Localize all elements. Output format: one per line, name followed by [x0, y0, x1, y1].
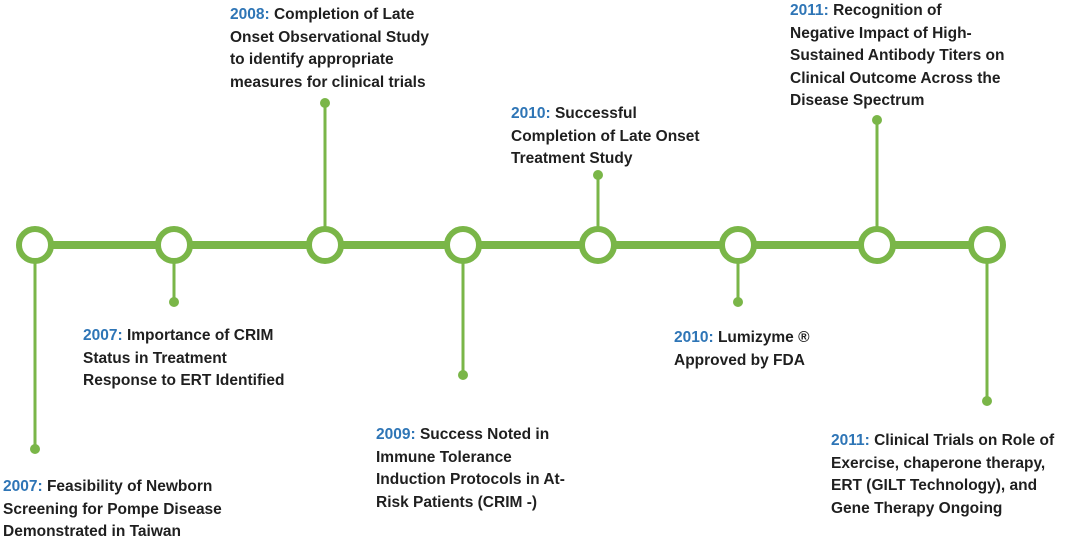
connector-end-dot — [320, 98, 330, 108]
event-text: Feasibility of Newborn — [46, 478, 213, 495]
timeline-node — [155, 226, 193, 264]
event-text: to identify appropriate — [230, 51, 394, 68]
event-text-line: 2009: Success Noted in — [376, 424, 565, 447]
event-year: 2011: — [831, 432, 870, 449]
event-text-line: Immune Tolerance — [376, 447, 565, 470]
event-text: Demonstrated in Taiwan — [3, 523, 181, 538]
event-text-line: 2007: Feasibility of Newborn — [3, 476, 222, 499]
event-text: Sustained Antibody Titers on — [790, 47, 1005, 64]
event-text: Lumizyme ® — [717, 329, 810, 346]
event-text-line: 2010: Successful — [511, 103, 700, 126]
timeline-node — [16, 226, 54, 264]
event-text-line: Risk Patients (CRIM -) — [376, 492, 565, 515]
event-text: Approved by FDA — [674, 351, 805, 369]
event-text: Completion of Late Onset — [511, 127, 700, 145]
connector-end-dot — [30, 444, 40, 454]
event-text: Risk Patients (CRIM -) — [376, 493, 538, 511]
event-text: Immune Tolerance — [376, 448, 512, 466]
connector-end-dot — [593, 170, 603, 180]
event-text: Onset Observational Study — [230, 28, 429, 46]
event-text: Screening for Pompe Disease — [3, 500, 222, 518]
event-text-line: 2010: Lumizyme ® — [674, 327, 810, 350]
event-text: Disease Spectrum — [790, 92, 925, 109]
event-text: Gene Therapy Ongoing — [831, 499, 1003, 517]
timeline-node — [579, 226, 617, 264]
event-text-line: Response to ERT Identified — [83, 370, 285, 393]
event-text: Clinical Trials on Role of — [874, 432, 1055, 449]
event-text: Exercise, chaperone therapy, — [831, 454, 1046, 472]
event-year: 2008: — [230, 6, 270, 23]
timeline-node — [719, 226, 757, 264]
event-year: 2007: — [3, 478, 43, 495]
connector-end-dot — [872, 115, 882, 125]
event-text: Success Noted in — [419, 426, 550, 443]
event-text-line: Treatment Study — [511, 148, 700, 171]
connector-end-dot — [982, 396, 992, 406]
connector-end-dot — [733, 297, 743, 307]
event-text-line: Demonstrated in Taiwan — [3, 521, 222, 538]
timeline-node — [306, 226, 344, 264]
event-2010-lumizyme: 2010: Lumizyme ®Approved by FDA — [674, 327, 810, 372]
event-year: 2009: — [376, 426, 416, 443]
event-text-line: to identify appropriate — [230, 49, 429, 72]
event-year: 2011: — [790, 2, 829, 19]
event-text: Treatment Study — [511, 150, 633, 167]
timeline-node — [968, 226, 1006, 264]
event-text-line: 2007: Importance of CRIM — [83, 325, 285, 348]
event-text: measures for clinical trials — [230, 73, 426, 91]
event-text-line: Completion of Late Onset — [511, 126, 700, 149]
event-text-line: 2011: Clinical Trials on Role of — [831, 430, 1054, 453]
event-text-line: ERT (GILT Technology), and — [831, 475, 1054, 498]
event-text-line: Onset Observational Study — [230, 27, 429, 50]
event-text-line: Induction Protocols in At- — [376, 469, 565, 492]
event-text: Completion of Late — [273, 6, 415, 23]
event-text-line: 2008: Completion of Late — [230, 4, 429, 27]
event-year: 2010: — [511, 105, 551, 122]
event-text: Clinical Outcome Across the — [790, 69, 1001, 87]
timeline-node — [444, 226, 482, 264]
event-text-line: Exercise, chaperone therapy, — [831, 453, 1054, 476]
event-text: Negative Impact of High- — [790, 24, 972, 42]
event-text: Status in Treatment — [83, 349, 227, 367]
event-text-line: Negative Impact of High- — [790, 23, 1004, 46]
event-year: 2007: — [83, 327, 123, 344]
event-text: ERT (GILT Technology), and — [831, 477, 1038, 494]
event-text-line: measures for clinical trials — [230, 72, 429, 95]
connector-end-dot — [458, 370, 468, 380]
event-text-line: Sustained Antibody Titers on — [790, 45, 1004, 68]
event-text: Response to ERT Identified — [83, 372, 285, 389]
event-text: Induction Protocols in At- — [376, 471, 565, 488]
event-text: Importance of CRIM — [126, 327, 274, 344]
event-text: Successful — [554, 105, 637, 122]
event-text-line: Screening for Pompe Disease — [3, 499, 222, 522]
timeline-node — [858, 226, 896, 264]
event-text-line: Disease Spectrum — [790, 90, 1004, 113]
event-text-line: Status in Treatment — [83, 348, 285, 371]
event-text-line: Clinical Outcome Across the — [790, 68, 1004, 91]
event-text-line: 2011: Recognition of — [790, 0, 1004, 23]
connector-end-dot — [169, 297, 179, 307]
event-text: Recognition of — [833, 2, 942, 19]
event-text-line: Approved by FDA — [674, 350, 810, 373]
event-text-line: Gene Therapy Ongoing — [831, 498, 1054, 521]
event-year: 2010: — [674, 329, 714, 346]
